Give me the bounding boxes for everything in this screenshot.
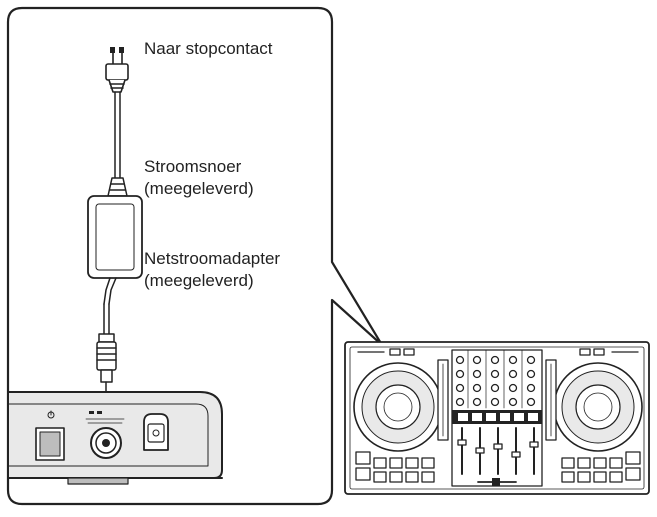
label-adapter-note: (meegeleverd) [144, 271, 254, 290]
wall-plug [105, 47, 129, 93]
mixer-section [451, 349, 543, 487]
label-power-cord-note: (meegeleverd) [144, 179, 254, 198]
ac-adapter [87, 195, 143, 279]
label-adapter: Netstroomadapter [144, 249, 281, 268]
label-power-cord: Stroomsnoer [144, 157, 242, 176]
power-cord [107, 91, 128, 197]
left-deck [353, 348, 449, 483]
lock-slot [143, 413, 169, 451]
power-switch [35, 410, 65, 461]
dc-in-jack [85, 411, 125, 459]
label-outlet: Naar stopcontact [144, 39, 273, 58]
dj-controller [344, 341, 650, 495]
right-deck [545, 348, 643, 483]
rear-panel [7, 391, 223, 485]
